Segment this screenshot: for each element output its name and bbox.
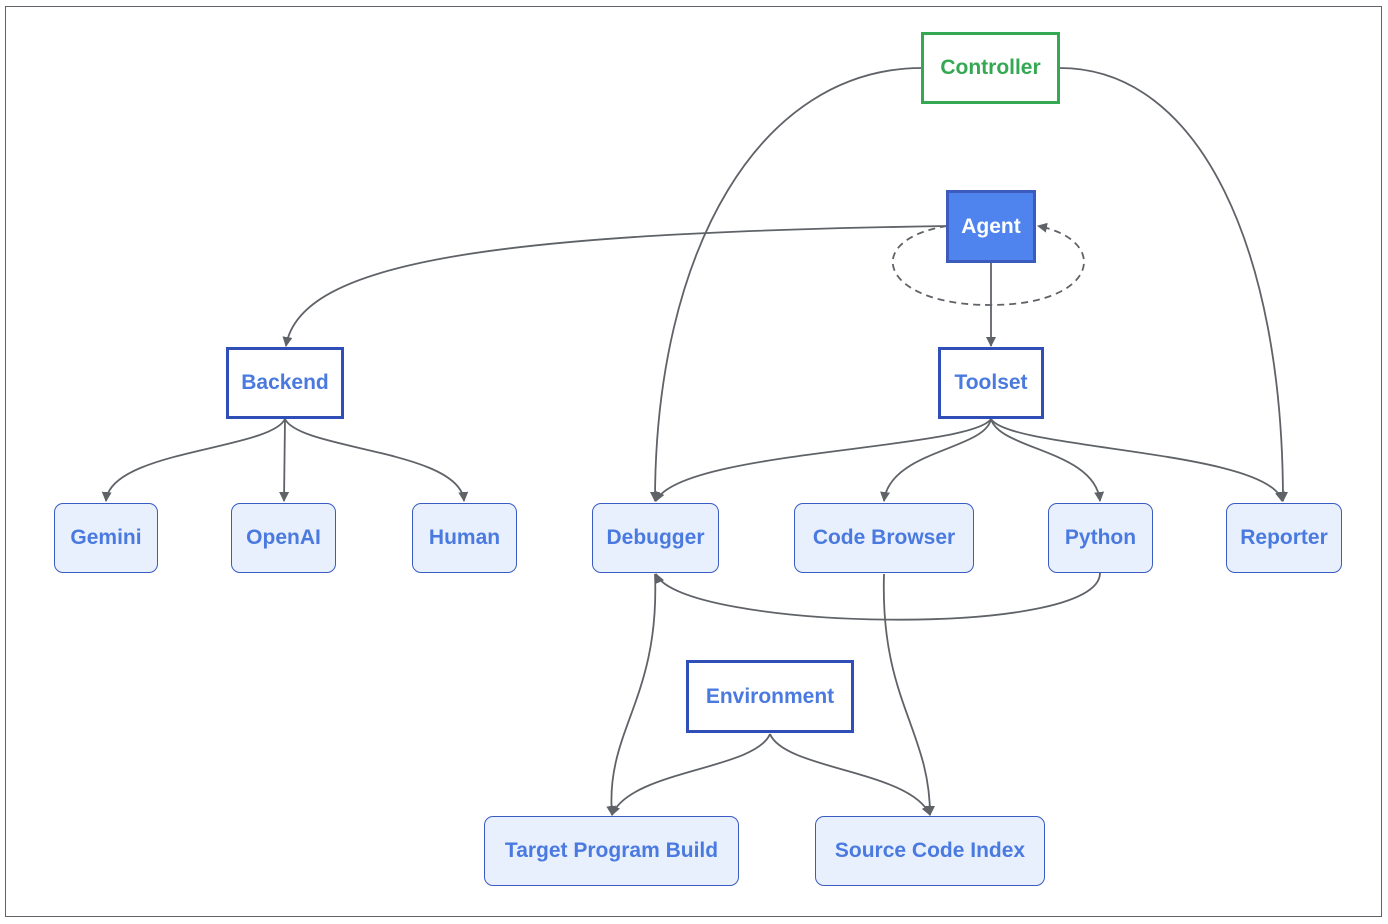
toolset-label: Toolset <box>954 371 1028 394</box>
edge-backend-human <box>284 418 469 502</box>
gemini-node[interactable]: Gemini <box>54 503 158 573</box>
edge-toolset-python <box>990 418 1105 502</box>
controller-label: Controller <box>940 56 1041 79</box>
python-label: Python <box>1064 526 1137 549</box>
code-browser-node[interactable]: Code Browser <box>794 503 974 573</box>
toolset-node[interactable]: Toolset <box>938 347 1044 419</box>
edge-controller-debugger <box>650 67 923 502</box>
agent-node[interactable]: Agent <box>946 190 1036 263</box>
environment-label: Environment <box>705 684 835 708</box>
openai-label: OpenAI <box>246 526 321 549</box>
edge-debugger-target <box>606 573 657 816</box>
edge-backend-gemini <box>101 418 286 502</box>
edge-toolset-reporter <box>990 418 1285 502</box>
edge-environment-target <box>610 733 771 816</box>
edge-backend-openai <box>279 418 290 502</box>
debugger-node[interactable]: Debugger <box>592 503 719 573</box>
edge-environment-sourceindex <box>769 733 931 816</box>
edge-toolset-codebrowser <box>880 418 992 502</box>
debugger-label: Debugger <box>606 526 705 549</box>
gemini-label: Gemini <box>70 526 142 549</box>
edge-toolset-debugger <box>655 418 992 502</box>
reporter-label: Reporter <box>1240 526 1328 549</box>
edge-agent-loop <box>891 222 1085 306</box>
backend-node[interactable]: Backend <box>226 347 344 419</box>
target-program-build-label: Target Program Build <box>504 839 719 862</box>
agent-label: Agent <box>961 214 1021 238</box>
edge-controller-reporter <box>1059 67 1288 502</box>
edge-python-debugger <box>655 572 1101 621</box>
edge-agent-backend <box>282 225 948 347</box>
reporter-node[interactable]: Reporter <box>1226 503 1342 573</box>
code-browser-label: Code Browser <box>812 526 956 549</box>
human-node[interactable]: Human <box>412 503 517 573</box>
diagram-frame <box>5 6 1382 917</box>
controller-node[interactable]: Controller <box>921 32 1060 104</box>
environment-node[interactable]: Environment <box>686 660 854 733</box>
edge-codebrowser-sourceindex <box>882 573 935 816</box>
backend-label: Backend <box>241 371 329 394</box>
source-code-index-label: Source Code Index <box>834 839 1026 862</box>
python-node[interactable]: Python <box>1048 503 1153 573</box>
human-label: Human <box>428 526 501 549</box>
openai-node[interactable]: OpenAI <box>231 503 336 573</box>
source-code-index-node[interactable]: Source Code Index <box>815 816 1045 886</box>
target-program-build-node[interactable]: Target Program Build <box>484 816 739 886</box>
